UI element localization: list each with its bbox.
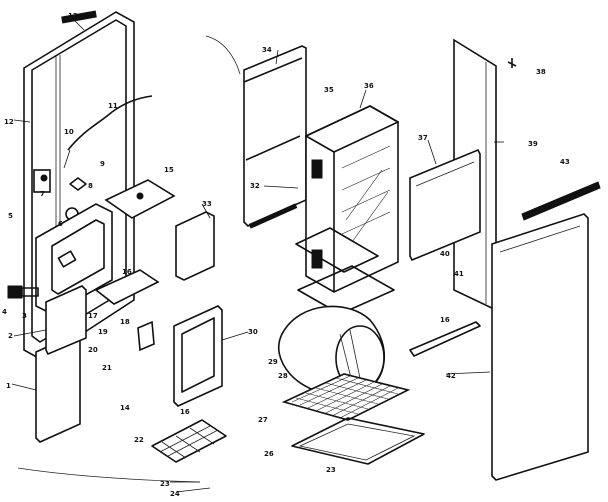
- leader-curve-34: [205, 35, 241, 75]
- callout-14a: 14: [120, 404, 130, 412]
- callout-5: 5: [8, 212, 13, 220]
- callout-33: 33: [202, 200, 212, 208]
- upper-door-panel: [45, 285, 87, 356]
- callout-30: 30: [248, 328, 258, 336]
- callout-13: 13: [68, 12, 78, 20]
- mounting-brackets: [94, 179, 223, 407]
- callout-20: 20: [88, 346, 98, 354]
- callout-36: 36: [364, 82, 374, 90]
- callout-18: 18: [120, 318, 130, 326]
- top-heat-shield-panel: [243, 45, 307, 229]
- callout-9: 9: [100, 160, 105, 168]
- callout-42: 42: [446, 372, 456, 380]
- callout-37: 37: [418, 134, 428, 142]
- callout-15: 15: [164, 166, 174, 174]
- callout-28: 28: [278, 372, 288, 380]
- callout-22: 22: [134, 436, 144, 444]
- callout-6: 6: [58, 220, 63, 228]
- inner-baffle-panel: [409, 148, 481, 262]
- callout-26: 26: [264, 450, 274, 458]
- base-frame: [291, 417, 425, 465]
- leader-lines: [11, 19, 504, 493]
- callout-10: 10: [64, 128, 74, 136]
- filter-rack: [151, 419, 227, 463]
- callout-29: 29: [268, 358, 278, 366]
- callout-40: 40: [440, 250, 450, 258]
- front-door: [491, 213, 589, 481]
- callout-19: 19: [98, 328, 108, 336]
- callout-labels: 1 2 3 4 5 6 7 8 9 10 11 12 13 14 15 16 1…: [2, 12, 570, 498]
- callout-27: 27: [258, 416, 268, 424]
- callout-7: 7: [40, 190, 45, 198]
- callout-11: 11: [108, 102, 118, 110]
- callout-8: 8: [88, 182, 93, 190]
- callout-4: 4: [2, 308, 7, 316]
- callout-12: 12: [4, 118, 14, 126]
- callout-3: 3: [22, 312, 27, 320]
- callout-41: 41: [454, 270, 464, 278]
- callout-32: 32: [250, 182, 260, 190]
- screw-38: [507, 58, 517, 68]
- callout-23b: 23: [326, 466, 336, 474]
- callout-2: 2: [8, 332, 13, 340]
- baseline-curve: [17, 467, 201, 483]
- callout-23a: 23: [160, 480, 170, 488]
- callout-35: 35: [324, 86, 334, 94]
- callout-24: 24: [170, 490, 180, 498]
- callout-1: 1: [6, 382, 11, 390]
- callout-16c: 16: [440, 316, 450, 324]
- air-filter: [281, 373, 411, 421]
- callout-16b: 16: [180, 408, 190, 416]
- callout-38: 38: [536, 68, 546, 76]
- control-box-panel: [7, 203, 113, 315]
- top-trim-strip: [521, 181, 601, 221]
- heat-exchanger-assembly: [295, 105, 399, 315]
- callout-43: 43: [560, 158, 570, 166]
- callout-21: 21: [102, 364, 112, 372]
- callout-39: 39: [528, 140, 538, 148]
- callout-16a: 16: [122, 268, 132, 276]
- callout-34: 34: [262, 46, 272, 54]
- bottom-trim-strip: [409, 321, 481, 357]
- wire-harness: [67, 95, 153, 151]
- callout-17: 17: [88, 312, 98, 320]
